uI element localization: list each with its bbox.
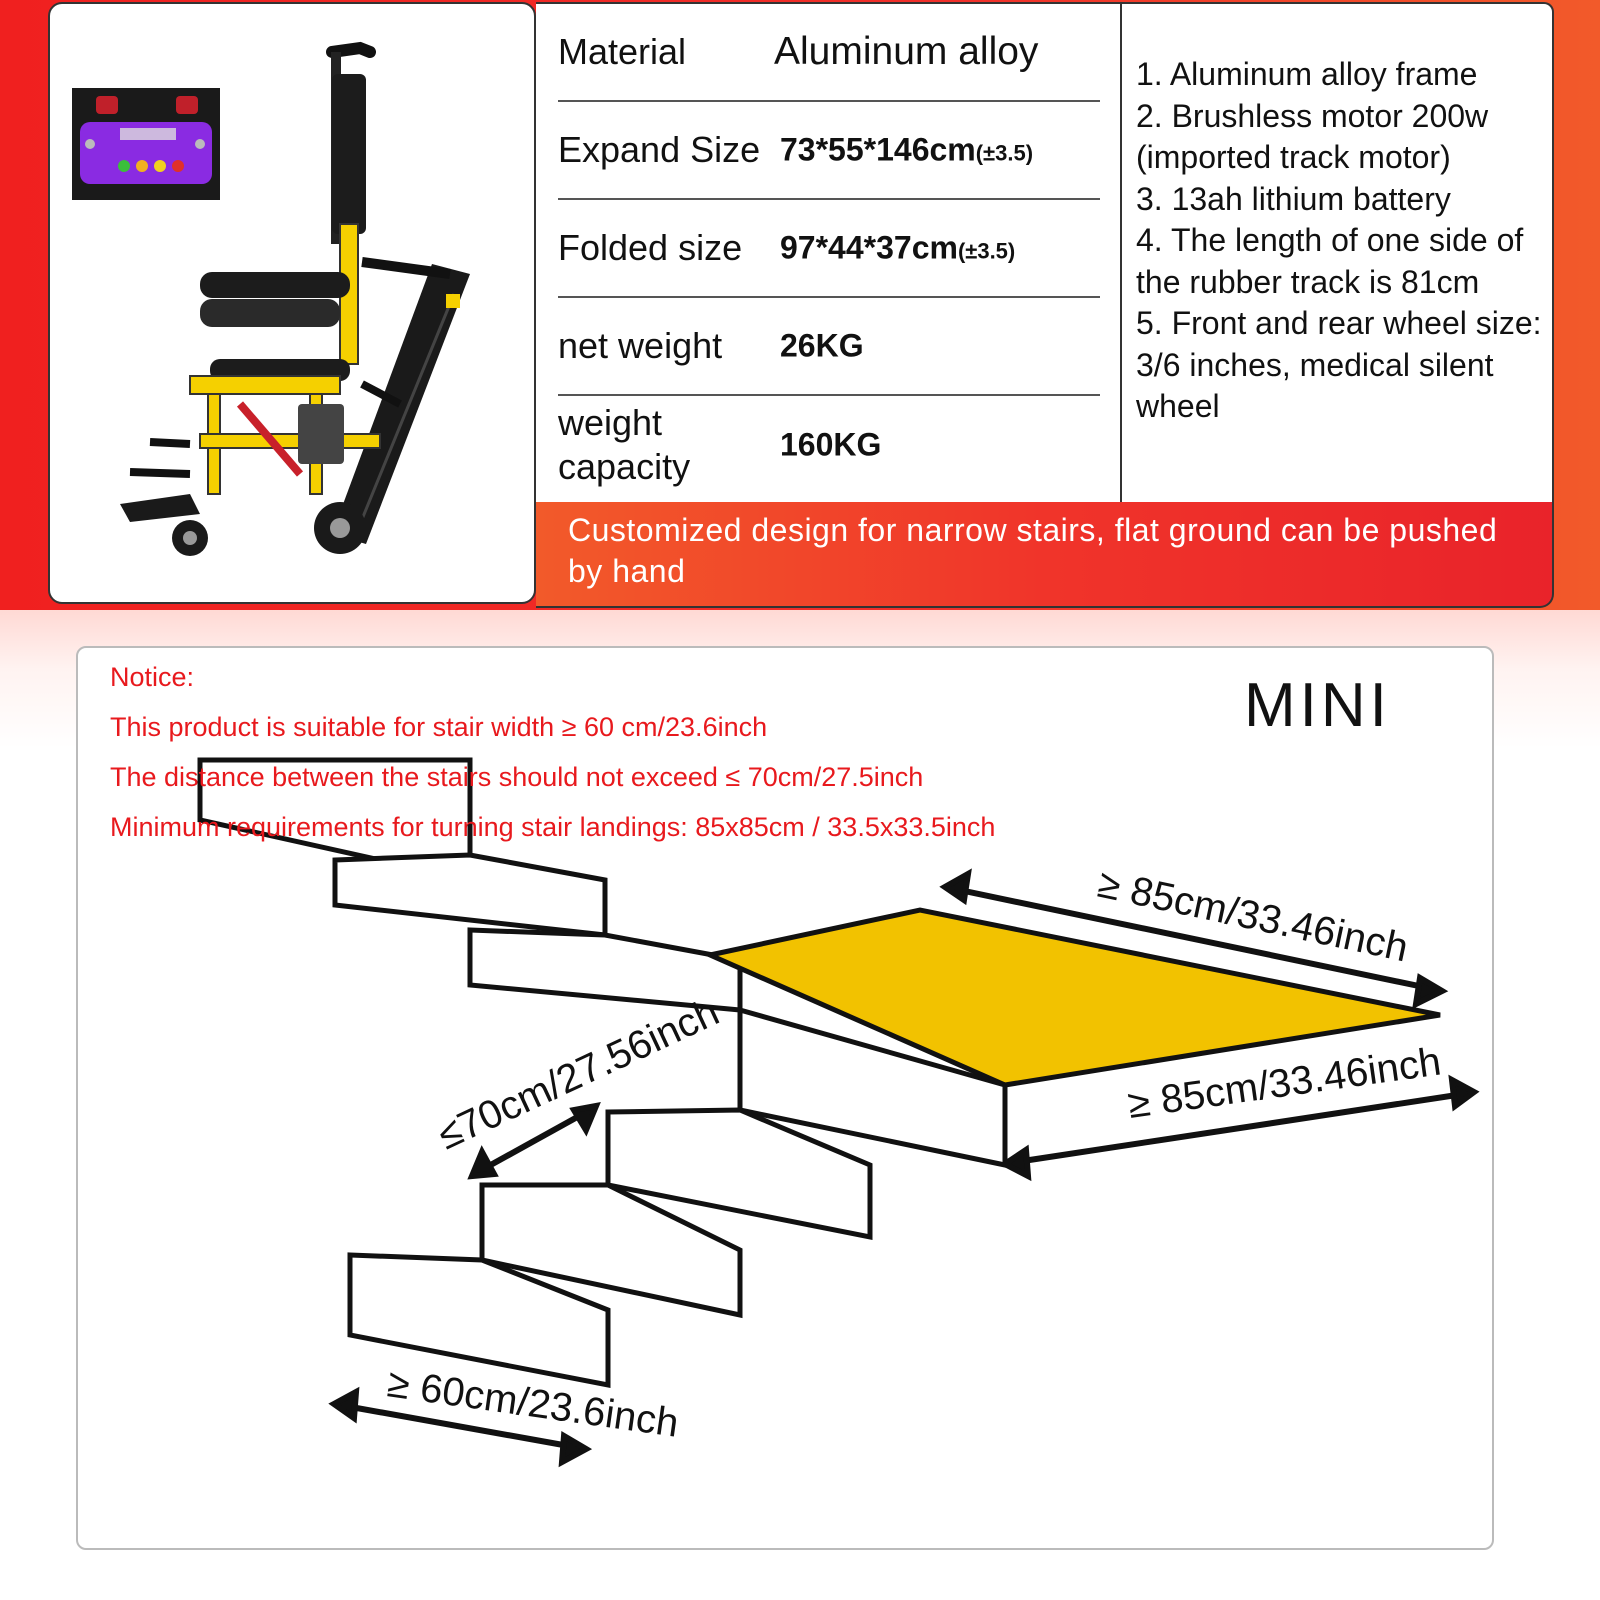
notice-line: The distance between the stairs should n… (110, 762, 924, 792)
tolerance-label: (±3.5) (975, 140, 1034, 166)
tolerance-label: (±3.5) (957, 238, 1016, 264)
product-image-panel (48, 2, 536, 604)
feature-item: 3. 13ah lithium battery (1136, 180, 1451, 217)
design-banner: Customized design for narrow stairs, fla… (536, 502, 1554, 608)
spec-divider (1120, 4, 1122, 504)
notice-line: This product is suitable for stair width… (110, 712, 768, 742)
spec-row-weight-capacity: weight capacity 160KG (558, 396, 1100, 494)
spec-label: Folded size (558, 227, 743, 268)
spec-label: weight capacity (558, 402, 691, 487)
lower-stairs (347, 1107, 873, 1389)
spec-value: 97*44*37cm(±3.5) (780, 229, 1016, 266)
model-label: MINI (1244, 671, 1391, 740)
chair-drawing (120, 41, 470, 556)
stair-climbing-chair-image (72, 41, 470, 556)
landing-area (701, 907, 1441, 1088)
spec-row-expand-size: Expand Size 73*55*146cm(±3.5) (558, 102, 1100, 200)
banner-text: Customized design for narrow stairs, fla… (568, 512, 1498, 589)
spec-row-folded-size: Folded size 97*44*37cm(±3.5) (558, 200, 1100, 298)
feature-list: 1. Aluminum alloy frame 2. Brushless mot… (1136, 54, 1546, 428)
stair-width-label: ≥ 60cm/23.6inch (385, 1361, 682, 1445)
feature-item: 2. Brushless motor 200w (imported track … (1136, 97, 1489, 176)
feature-item: 1. Aluminum alloy frame (1136, 56, 1478, 92)
upper-stairs (197, 757, 743, 1013)
control-panel-inset (72, 88, 220, 200)
spec-value: 26KG (780, 327, 864, 364)
spec-row-material: Material Aluminum alloy (558, 4, 1100, 102)
feature-item: 4. The length of one side of the rubber … (1136, 222, 1524, 300)
spec-label: Material (558, 31, 687, 72)
spec-label: net weight (558, 325, 723, 366)
notice-title: Notice: (110, 662, 195, 692)
notice-block: Notice: This product is suitable for sta… (110, 652, 995, 852)
spec-value: Aluminum alloy (774, 30, 1039, 73)
spec-label: Expand Size (558, 129, 761, 170)
dimension-arrows (328, 868, 1480, 1468)
spec-value: 160KG (780, 426, 882, 463)
feature-item: 5. Front and rear wheel size: 3/6 inches… (1136, 305, 1542, 424)
spec-value: 73*55*146cm(±3.5) (780, 131, 1034, 168)
spec-row-net-weight: net weight 26KG (558, 298, 1100, 396)
spec-table: Material Aluminum alloy Expand Size 73*5… (536, 2, 1554, 504)
notice-line: Minimum requirements for turning stair l… (110, 812, 996, 842)
